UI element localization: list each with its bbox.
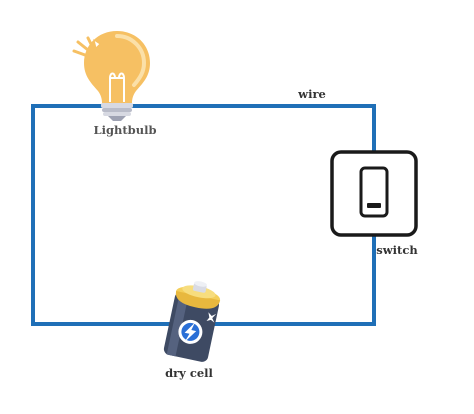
battery-icon bbox=[163, 281, 221, 362]
dry-cell-label: dry cell bbox=[165, 366, 213, 380]
lightbulb-icon bbox=[72, 31, 150, 121]
circuit-wire bbox=[31, 104, 376, 326]
switch-label: switch bbox=[376, 243, 418, 257]
switch-icon bbox=[330, 150, 418, 237]
wire-label: wire bbox=[298, 87, 326, 101]
lightbulb-label: Lightbulb bbox=[93, 123, 157, 137]
